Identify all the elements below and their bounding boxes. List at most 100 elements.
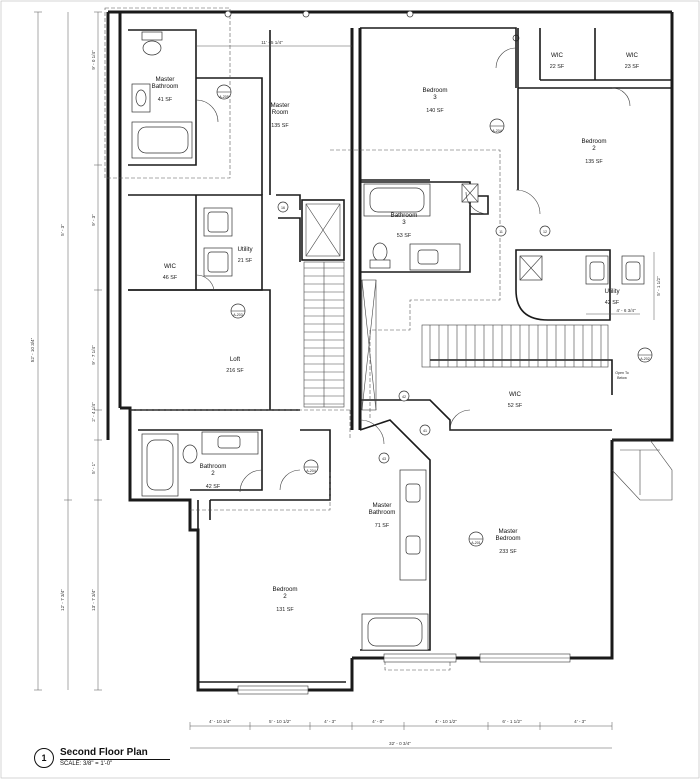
- svg-text:A-204: A-204: [492, 129, 502, 133]
- drawing-number: 1: [34, 748, 54, 768]
- tag-11: 11: [495, 225, 507, 237]
- room-area-bathroom-3: 53 SF: [397, 233, 412, 239]
- svg-text:A-203: A-203: [233, 313, 243, 317]
- section-tags: A-205 A-204 A-203 A-202 A-204 A-201 41 4…: [216, 84, 653, 547]
- tag-a202: A-202: [637, 347, 653, 363]
- svg-text:11: 11: [499, 230, 503, 234]
- tag-41: 41: [419, 424, 431, 436]
- svg-text:12: 12: [543, 230, 547, 234]
- dim-left-seg-3: 2' - 4 1/4": [91, 402, 96, 422]
- dim-left-overall: 52' - 10 3/4": [30, 337, 35, 362]
- dim-bottom-seg-6: 4' - 3": [574, 719, 586, 724]
- tag-16: 16: [277, 201, 289, 213]
- dim-bottom-seg-4: 4' - 10 1/2": [435, 719, 457, 724]
- dimension-labels: 52' - 10 3/4" 5' - 3" 12' - 7 3/4" 9' - …: [30, 40, 661, 746]
- room-name-utility-east: Utility: [604, 288, 620, 295]
- title-block: 1 Second Floor Plan SCALE: 3/8" = 1'-0": [30, 744, 270, 774]
- dim-bottom-seg-3: 4' - 0": [372, 719, 384, 724]
- room-area-wic-22: 22 SF: [550, 64, 565, 70]
- tag-a205: A-205: [216, 84, 232, 100]
- svg-text:A-205: A-205: [219, 95, 229, 99]
- tag-a203-loft: A-203: [230, 303, 246, 319]
- room-area-bedroom-3: 140 SF: [426, 108, 444, 114]
- svg-text:16: 16: [281, 206, 285, 210]
- drawing-scale: SCALE: 3/8" = 1'-0": [60, 761, 113, 767]
- interior-walls: [128, 27, 672, 651]
- door-swings: [195, 47, 631, 493]
- dim-left-upper: 5' - 3": [60, 224, 65, 236]
- room-name-wic-46: WIC: [164, 263, 177, 270]
- dim-bottom-seg-2: 4' - 3": [324, 719, 336, 724]
- dim-left-seg-5: 13' - 7 3/4": [91, 589, 96, 611]
- room-area-utility-east: 42 SF: [605, 300, 620, 306]
- dim-bottom-seg-1: 5' - 10 1/2": [269, 719, 291, 724]
- tag-42: 42: [398, 390, 410, 402]
- room-area-master-bathroom-bottom: 71 SF: [375, 523, 390, 529]
- stair-east: [421, 324, 609, 368]
- stair-west: [303, 261, 345, 408]
- dim-utility-east-depth: 5' - 1 1/2": [656, 276, 661, 296]
- room-area-bedroom-2-south: 131 SF: [276, 607, 294, 613]
- windows-bottom: [237, 653, 571, 695]
- top-markers: [224, 10, 520, 42]
- svg-text:41: 41: [423, 429, 427, 433]
- fixtures: [131, 31, 645, 651]
- dim-left-seg-4: 5' - 1": [91, 462, 96, 474]
- room-name-loft: Loft: [230, 356, 241, 363]
- dim-master-room-width: 11' - 5 1/4": [261, 40, 283, 45]
- svg-text:43: 43: [382, 457, 386, 461]
- svg-text:A-201: A-201: [471, 541, 481, 545]
- dim-left-seg-0: 9' - 0 1/4": [91, 50, 96, 70]
- room-area-master-bathroom-top: 41 SF: [158, 97, 173, 103]
- room-area-bedroom-2-east: 135 SF: [585, 159, 603, 165]
- overhead-dashed-lines: [104, 7, 501, 671]
- tag-43: 43: [378, 452, 390, 464]
- exterior-walls: [106, 10, 674, 692]
- room-area-utility-west: 21 SF: [238, 258, 253, 264]
- porch-outline: [611, 439, 673, 501]
- room-name-wic-23: WIC: [626, 52, 639, 59]
- svg-text:A-204: A-204: [306, 469, 316, 473]
- tag-a204-top: A-204: [489, 118, 505, 134]
- dim-left-lower: 12' - 7 3/4": [60, 589, 65, 611]
- room-area-wic-46: 46 SF: [163, 275, 178, 281]
- svg-text:A-202: A-202: [640, 357, 650, 361]
- room-area-loft: 216 SF: [226, 368, 244, 374]
- dim-bottom-seg-5: 6' - 1 1/2": [502, 719, 522, 724]
- room-name-wic-52: WIC: [509, 391, 522, 398]
- dim-bottom-overall: 32' - 0 3/4": [389, 741, 411, 746]
- stair-stringer-west: [361, 279, 377, 411]
- tag-a201: A-201: [468, 531, 484, 547]
- room-area-bathroom-2: 42 SF: [206, 484, 221, 490]
- drawing-title: Second Floor Plan: [60, 747, 148, 758]
- svg-text:42: 42: [402, 395, 406, 399]
- tag-12: 12: [539, 225, 551, 237]
- dimension-lines: [34, 11, 655, 749]
- room-name-wic-22: WIC: [551, 52, 564, 59]
- room-area-master-room: 135 SF: [271, 123, 289, 129]
- title-underline: [60, 759, 170, 760]
- room-area-wic-52: 52 SF: [508, 403, 523, 409]
- room-area-wic-23: 23 SF: [625, 64, 640, 70]
- dim-left-seg-1: 9' - 3": [91, 214, 96, 226]
- shaft-box: [305, 203, 341, 257]
- dim-bottom-seg-0: 4' - 10 1/4": [209, 719, 231, 724]
- dim-left-seg-2: 9' - 7 1/4": [91, 345, 96, 365]
- dim-utility-east-width: 4' - 6 3/4": [616, 308, 636, 313]
- room-name-utility-west: Utility: [237, 246, 253, 253]
- tag-a204-bath2: A-204: [303, 459, 319, 475]
- room-area-master-bedroom: 233 SF: [499, 549, 517, 555]
